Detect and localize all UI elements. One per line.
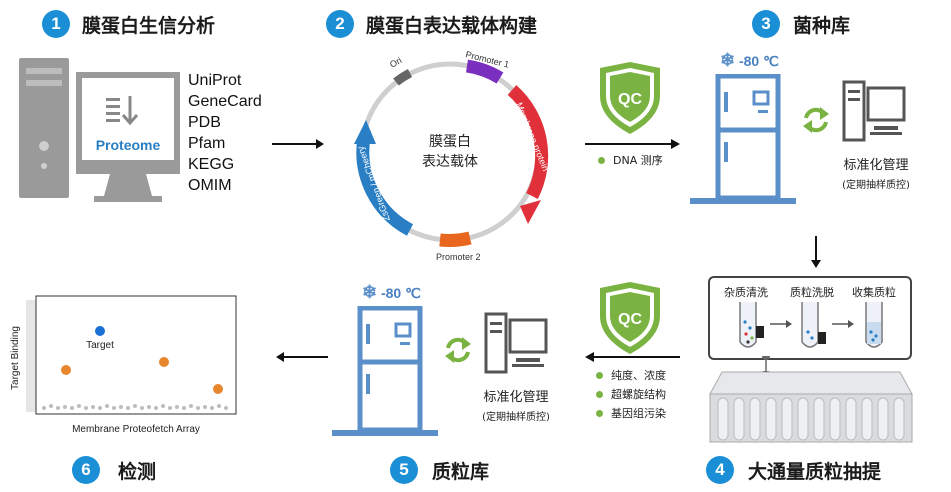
- step-2-badge: 2: [326, 10, 354, 38]
- plasmid-center-line2: 表达载体: [422, 153, 478, 169]
- target-point: [95, 326, 105, 336]
- step-6-title: 检测: [118, 461, 157, 483]
- step3-temperature: ❄ -80 ℃: [720, 50, 779, 70]
- mgmt-title: 标准化管理: [843, 158, 909, 173]
- step-1-title: 膜蛋白生信分析: [82, 15, 216, 37]
- bullet-dot: [596, 391, 603, 398]
- step-2-title: 膜蛋白表达载体构建: [366, 15, 538, 37]
- proteome-label: Proteome: [95, 137, 161, 153]
- step-3-title: 菌种库: [793, 15, 851, 37]
- promoter2-label: Promoter 2: [436, 252, 481, 262]
- qc-bottom-item: 基因组污染: [611, 407, 666, 420]
- server-computer-icon: [842, 80, 906, 142]
- promoter2-segment: [439, 231, 472, 247]
- ori-label: Ori: [388, 55, 403, 70]
- qc-bottom-item: 纯度、浓度: [611, 369, 666, 382]
- bullet-dot: [596, 372, 603, 379]
- qc-bottom-item: 超螺旋结构: [611, 388, 666, 401]
- snowflake-icon: ❄: [362, 282, 378, 302]
- step5-management: 标准化管理 (定期抽样质控): [466, 386, 566, 423]
- ori-segment: [393, 69, 413, 86]
- qc-top-item: DNA 测序: [613, 154, 663, 167]
- database-item: KEGG: [188, 156, 235, 173]
- step-4-badge: 4: [706, 456, 734, 484]
- plot-ylabel: Target Binding: [10, 326, 21, 390]
- mgmt-subtitle: (定期抽样质控): [482, 412, 550, 423]
- step-1-badge: 1: [42, 10, 70, 38]
- plasmid-center-line1: 膜蛋白: [429, 133, 471, 149]
- step-5-badge: 5: [390, 456, 418, 484]
- snowflake-icon: ❄: [720, 50, 736, 70]
- qc-top-list: DNA 测序: [598, 151, 663, 170]
- database-item: PDB: [188, 114, 221, 131]
- plate-96-well-icon: [709, 356, 913, 443]
- tube-label: 杂质清洗: [724, 286, 768, 299]
- database-list: UniProt GeneCard PDB Pfam KEGG OMIM: [188, 70, 262, 196]
- step3-management: 标准化管理 (定期抽样质控): [826, 154, 926, 191]
- step-5-title: 质粒库: [432, 461, 490, 483]
- arrow-left-icon: [276, 352, 328, 362]
- membrane-segment: [507, 85, 549, 199]
- database-item: Pfam: [188, 135, 226, 152]
- arrow-right-icon: [585, 139, 680, 149]
- qc-bottom-list: 纯度、浓度 超螺旋结构 基因组污染: [596, 366, 666, 423]
- tubes-illustration: [739, 302, 883, 348]
- step-4-title: 大通量质粒抽提: [748, 461, 882, 483]
- cycle-icon: [803, 107, 829, 133]
- qc-top-badge: QC: [618, 91, 642, 108]
- offtarget-point: [159, 357, 169, 367]
- tube-label: 收集质粒: [852, 286, 896, 299]
- reporter-segment: [356, 136, 414, 236]
- database-item: OMIM: [188, 177, 232, 194]
- server-computer-icon: [484, 312, 548, 374]
- bullet-dot: [598, 157, 605, 164]
- step-3-badge: 3: [752, 10, 780, 38]
- promoter1-segment: [465, 59, 504, 84]
- arrow-right-icon: [272, 139, 324, 149]
- step-6-badge: 6: [72, 456, 100, 484]
- step5-temperature: ❄ -80 ℃: [362, 282, 421, 302]
- arrow-down-icon: [811, 236, 821, 268]
- tube-label: 质粒洗脱: [790, 286, 834, 299]
- reporter-label: ZsGreen / mCheery: [355, 145, 392, 223]
- detection-plot: Target Binding Target Membrane Proteofet…: [10, 295, 237, 435]
- extraction-panel: [708, 276, 912, 360]
- qc-shield-icon: QC: [600, 62, 660, 134]
- offtarget-point: [213, 384, 223, 394]
- plot-xlabel: Membrane Proteofetch Array: [72, 424, 200, 435]
- cycle-icon: [445, 337, 471, 363]
- database-item: UniProt: [188, 72, 242, 89]
- mgmt-title: 标准化管理: [483, 390, 549, 405]
- plasmid-map: Ori Promoter 1 Membrane protein Promoter…: [354, 49, 551, 262]
- freezer-icon: [332, 306, 438, 436]
- freezer-icon: [690, 74, 796, 204]
- arrow-left-icon: [585, 352, 680, 362]
- qc-bottom-badge: QC: [618, 311, 642, 328]
- database-item: GeneCard: [188, 93, 262, 110]
- target-label: Target: [86, 340, 114, 351]
- computer-icon: [19, 58, 180, 202]
- qc-shield-icon: QC: [600, 282, 660, 354]
- offtarget-point: [61, 365, 71, 375]
- bullet-dot: [596, 410, 603, 417]
- mgmt-subtitle: (定期抽样质控): [842, 180, 910, 191]
